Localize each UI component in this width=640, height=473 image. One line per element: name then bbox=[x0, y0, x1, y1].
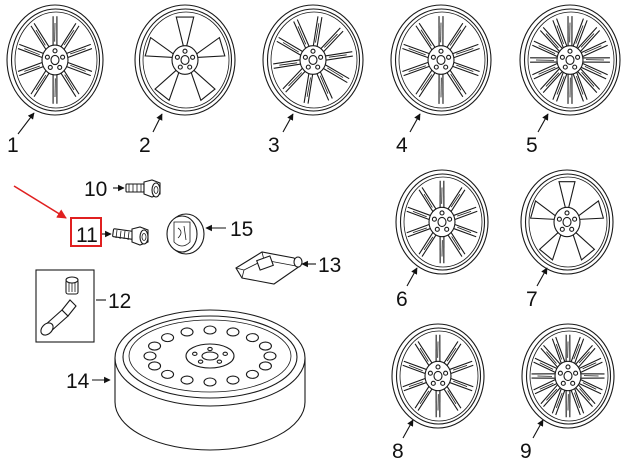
valve-stem bbox=[40, 299, 77, 336]
callout-1: 1 bbox=[7, 134, 19, 157]
callout-10: 10 bbox=[84, 178, 107, 201]
callout-12: 12 bbox=[108, 290, 131, 313]
valve-stem-kit-box bbox=[35, 269, 95, 343]
wheel-7 bbox=[520, 169, 614, 275]
leader-line-2 bbox=[152, 113, 163, 133]
leader-line-7 bbox=[536, 267, 548, 287]
wheel-5 bbox=[519, 4, 621, 116]
leader-line-5 bbox=[537, 113, 549, 133]
valve-cap bbox=[65, 276, 79, 295]
wheel-4 bbox=[390, 4, 492, 116]
callout-13: 13 bbox=[318, 254, 341, 277]
wheel-9 bbox=[521, 323, 615, 429]
leader-line-4 bbox=[409, 113, 421, 133]
callout-4: 4 bbox=[396, 134, 408, 157]
callout-7: 7 bbox=[526, 288, 538, 311]
callout-5: 5 bbox=[526, 134, 538, 157]
leader-line-1 bbox=[17, 112, 35, 135]
leader-line-8 bbox=[402, 419, 414, 439]
leader-line-6 bbox=[406, 267, 418, 287]
wheel-bolt bbox=[112, 226, 149, 246]
highlight-box bbox=[70, 217, 102, 247]
callout-15: 15 bbox=[230, 218, 253, 241]
callout-11: 11 bbox=[76, 224, 98, 247]
callout-3: 3 bbox=[268, 134, 280, 157]
leader-line-9 bbox=[532, 419, 544, 439]
callout-6: 6 bbox=[396, 288, 408, 311]
callout-9: 9 bbox=[520, 440, 532, 463]
callout-14: 14 bbox=[66, 370, 90, 393]
spare-wheel bbox=[114, 309, 306, 451]
callout-2: 2 bbox=[139, 134, 151, 157]
wheel-1 bbox=[6, 4, 104, 116]
wheel-3 bbox=[262, 4, 364, 116]
wheel-8 bbox=[391, 323, 485, 429]
callout-8: 8 bbox=[392, 440, 404, 463]
highlight-arrow bbox=[13, 185, 67, 219]
center-cap bbox=[166, 213, 205, 255]
wheel-6 bbox=[395, 169, 489, 275]
wheel-2 bbox=[134, 4, 236, 116]
leader-line-3 bbox=[282, 113, 294, 133]
wheel-lock-bolt bbox=[125, 179, 161, 198]
tpms-sensor bbox=[235, 251, 303, 285]
